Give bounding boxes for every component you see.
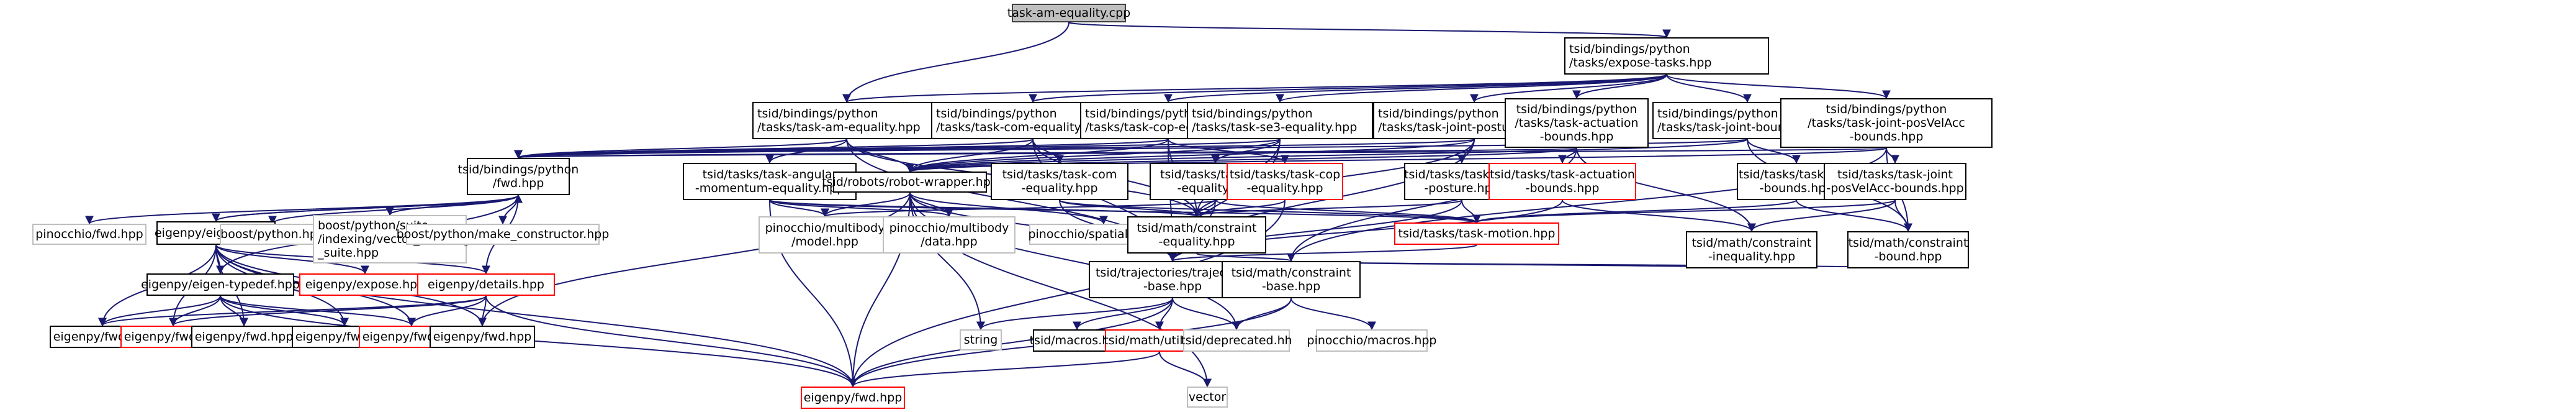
node-root-task-am-equality-cpp[interactable]: task-am-equality.cpp: [1007, 4, 1130, 22]
node-vector: vector: [1187, 387, 1228, 408]
edge-root-to-py_am: [842, 22, 1070, 103]
node-task-angular-momentum-equality[interactable]: tsid/tasks/task-angular -momentum-equali…: [683, 163, 857, 200]
edge-traj-to-string: [976, 298, 1173, 331]
edge-t_am-to-c_eq: [769, 199, 1201, 217]
node-robot-wrapper[interactable]: tsid/robots/robot-wrapper.hpp: [822, 172, 998, 193]
edge-py_act-to-c_ineq: [1576, 147, 1756, 232]
edge-details-to-e_fwd5: [407, 295, 487, 327]
edge-py_am-to-py_fwd: [514, 139, 847, 159]
edge-t_com-to-c_eq: [1059, 199, 1201, 217]
edge-expose-to-py_jb: [1666, 74, 1752, 103]
edge-utils-to-vector: [1159, 351, 1212, 388]
edge-expose-to-py_posture: [1470, 74, 1667, 103]
node-eigenpy-details[interactable]: eigenpy/details.hpp: [417, 273, 555, 296]
edge-t_jb-to-t_motion: [1472, 199, 1797, 224]
node-boost-make-constructor: boost/python/make_constructor.hpp: [397, 224, 609, 245]
node-py-task-am-equality[interactable]: tsid/bindings/python /tasks/task-am-equa…: [752, 102, 941, 139]
edge-expose-to-py_act: [1572, 74, 1667, 99]
edge-py_posture-to-robot: [906, 139, 1475, 173]
node-py-task-joint-posvelacc-bounds[interactable]: tsid/bindings/python /tasks/task-joint-p…: [1780, 98, 1993, 148]
edge-py_act-to-robot: [906, 147, 1577, 173]
edge-py_jb-to-t_jb: [1747, 139, 1801, 164]
node-expose-tasks[interactable]: tsid/bindings/python /tasks/expose-tasks…: [1564, 37, 1769, 75]
edge-t_pva-to-t_motion: [1472, 199, 1896, 224]
edge-t_am-to-pin_data: [769, 199, 953, 217]
node-constraint-inequality[interactable]: tsid/math/constraint -inequality.hpp: [1686, 231, 1817, 268]
edge-details-to-e_fwd2: [169, 295, 487, 327]
edge-t_motion-to-traj: [1168, 244, 1477, 262]
node-eigenpy-expose[interactable]: eigenpy/expose.hpp: [299, 273, 431, 296]
edge-expose-to-py_cop: [1164, 74, 1667, 103]
edge-t_se3-to-pin_model: [821, 199, 1216, 217]
node-task-cop-equality[interactable]: tsid/tasks/task-cop -equality.hpp: [1227, 163, 1343, 200]
node-constraint-base[interactable]: tsid/math/constraint -base.hpp: [1222, 261, 1361, 298]
node-py-task-actuation-bounds[interactable]: tsid/bindings/python /tasks/task-actuati…: [1505, 98, 1649, 148]
node-task-com-equality[interactable]: tsid/tasks/task-com -equality.hpp: [991, 163, 1128, 200]
edge-py_com-to-robot: [906, 139, 1034, 173]
edge-typedef-to-e_fwd1: [98, 295, 221, 327]
node-pinocchio-fwd: pinocchio/fwd.hpp: [32, 224, 146, 245]
edge-py_jb-to-robot: [906, 139, 1748, 173]
node-task-actuation-bounds[interactable]: tsid/tasks/task-actuation -bounds.hpp: [1488, 163, 1636, 200]
node-eigenpy-fwd-bottom[interactable]: eigenpy/fwd.hpp: [801, 387, 905, 409]
edge-typedef-to-e_fwd3: [220, 295, 248, 327]
edge-traj-to-e_fwd_bottom: [849, 298, 1173, 388]
node-eigenpy-fwd[interactable]: eigenpy/fwd.hpp: [191, 326, 297, 348]
edge-c_eq-to-c_base: [1196, 253, 1295, 262]
node-string: string: [960, 329, 1002, 350]
edge-c_base-to-deprecated: [1232, 298, 1292, 331]
edge-details-to-e_fwd_bottom: [485, 295, 857, 388]
edge-py_jb-to-py_fwd: [515, 139, 1748, 159]
edge-t_com-to-t_motion: [1059, 199, 1481, 224]
edge-traj-to-deprecated: [1172, 298, 1241, 331]
edge-utils-to-e_fwd_bottom: [849, 351, 1160, 388]
edge-py_se3-to-t_se3: [1211, 139, 1281, 164]
edge-eigenpy-to-expose_h: [215, 244, 369, 275]
edge-t_jb-to-c_bound: [1796, 199, 1912, 232]
edge-expose-to-py_se3: [1276, 74, 1667, 103]
edge-root-to-expose: [1068, 22, 1670, 39]
node-boost-python: boost/python.hpp: [220, 224, 325, 245]
edge-typedef-to-e_fwd_bottom: [220, 295, 857, 388]
node-eigenpy-fwd[interactable]: eigenpy/fwd.hpp: [430, 326, 535, 348]
node-constraint-equality[interactable]: tsid/math/constraint -equality.hpp: [1127, 216, 1266, 254]
node-py-fwd[interactable]: tsid/bindings/python /fwd.hpp: [458, 158, 579, 195]
node-pinocchio-data: pinocchio/multibody /data.hpp: [883, 216, 1016, 254]
edge-robot-to-e_fwd6: [478, 192, 911, 327]
node-deprecated: tsid/deprecated.hh: [1181, 329, 1292, 352]
edge-eigenpy-to-e_fwd_bottom: [215, 244, 857, 388]
edge-py_pva-to-robot: [906, 147, 1887, 173]
edge-t_se3-to-t_motion: [1215, 199, 1481, 224]
node-task-motion[interactable]: tsid/tasks/task-motion.hpp: [1394, 222, 1559, 245]
edge-t_act-to-c_ineq: [1562, 199, 1756, 232]
edge-traj-to-macros: [1073, 298, 1173, 331]
edge-expose-to-py_com: [1029, 74, 1667, 103]
node-task-joint-posvelacc-bounds[interactable]: tsid/tasks/task-joint -posVelAcc-bounds.…: [1824, 163, 1966, 200]
edge-py_pva-to-py_fwd: [516, 147, 1887, 159]
edge-expose-to-py_am: [842, 74, 1667, 103]
edge-t_pva-to-c_bound: [1894, 199, 1912, 232]
edge-eigenpy-to-py_fwd: [215, 194, 523, 222]
node-py-task-se3-equality[interactable]: tsid/bindings/python /tasks/task-se3-equ…: [1187, 102, 1373, 139]
edge-c_base-to-pin_macros: [1290, 298, 1376, 331]
node-eigen-typedef[interactable]: eigenpy/eigen-typedef.hpp: [141, 273, 300, 296]
node-pinocchio-macros: pinocchio/macros.hpp: [1307, 329, 1436, 352]
edge-typedef-to-e_fwd5: [220, 295, 416, 327]
edge-t_pva-to-c_ineq: [1747, 199, 1896, 232]
edge-expose-to-py_pva: [1666, 74, 1891, 99]
node-constraint-bound[interactable]: tsid/math/constraint -bound.hpp: [1847, 231, 1969, 268]
node-pinocchio-model: pinocchio/multibody /model.hpp: [759, 216, 891, 254]
edge-t_posture-to-c_eq: [1192, 199, 1462, 217]
